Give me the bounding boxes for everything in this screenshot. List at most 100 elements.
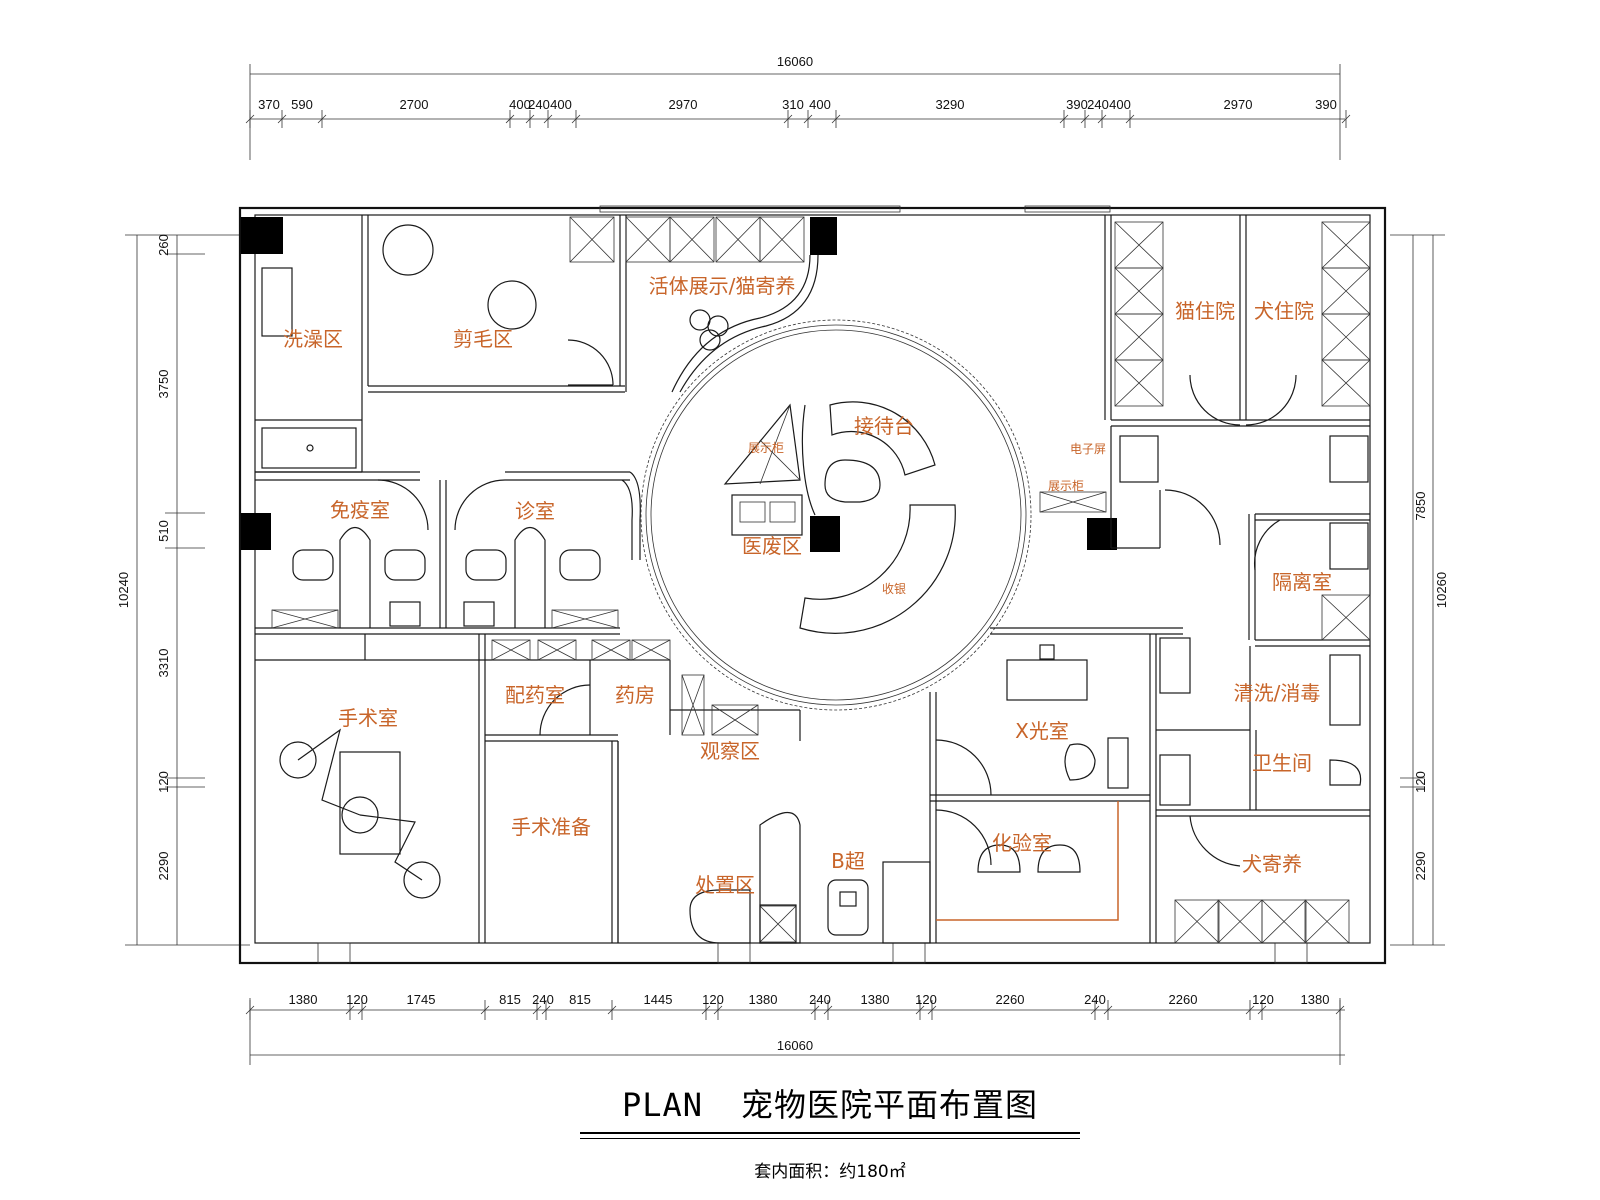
dimension-slash: [543, 114, 553, 124]
cabinet: [711, 704, 759, 736]
room-label-bath: 洗澡区: [283, 327, 343, 351]
bottom-seg-1: 1380: [289, 992, 318, 1007]
cabinet-cross: [1114, 313, 1164, 361]
top-total-dim: 16060: [777, 54, 813, 69]
dimension-slash: [607, 1005, 617, 1015]
bottom-seg-15: 2260: [1169, 992, 1198, 1007]
bottom-seg-16: 120: [1252, 992, 1274, 1007]
room-label-isolation: 隔离室: [1272, 570, 1332, 594]
cabinet-cross: [1321, 221, 1371, 269]
top-seg-5: 240: [528, 97, 550, 112]
bottom-dimensions: 1380 120 1745 815 240 815 1445 120 1380 …: [245, 992, 1345, 1065]
cabinet-cross: [669, 216, 715, 263]
column: [810, 217, 837, 255]
cabinet-cross: [1114, 359, 1164, 407]
cabinet: [551, 609, 619, 629]
room-label-cat-ward: 猫住院: [1175, 299, 1235, 323]
bottom-seg-14: 240: [1084, 992, 1106, 1007]
dimension-slash: [1059, 114, 1069, 124]
interior-walls: [255, 215, 1370, 944]
room-label-cashier: 收银: [882, 582, 906, 596]
top-seg-8: 310: [782, 97, 804, 112]
room-label-display: 活体展示/猫寄养: [649, 274, 796, 298]
room-label-pharmacy: 配药室: [505, 683, 565, 707]
column: [810, 516, 840, 552]
right-seg-2: 2290: [1413, 852, 1428, 881]
dimension-slash: [245, 1005, 255, 1015]
dimension-slash: [823, 1005, 833, 1015]
room-label-surgery: 手术室: [338, 706, 398, 730]
cabinet-cross: [551, 609, 619, 629]
cabinet-cross: [1304, 899, 1350, 944]
dimension-slash: [505, 114, 515, 124]
cabinet-cross: [569, 216, 615, 263]
bottom-seg-7: 1445: [644, 992, 673, 1007]
bottom-seg-11: 1380: [861, 992, 890, 1007]
dimension-slash: [1257, 1005, 1267, 1015]
top-seg-14: 2970: [1224, 97, 1253, 112]
dimension-slash: [1097, 114, 1107, 124]
left-seg-4: 3310: [156, 649, 171, 678]
cabinet-cross: [591, 639, 631, 661]
right-dimensions: 10260 7850 120 2290: [1390, 234, 1449, 946]
room-label-dog-ward: 犬住院: [1254, 299, 1314, 323]
room-label-showcase: 展示柜: [748, 441, 784, 455]
cabinet: [759, 216, 805, 263]
cabinet-cross: [1039, 491, 1107, 513]
cabinet-cross: [271, 609, 339, 629]
top-seg-6: 400: [550, 97, 572, 112]
room-label-dog-boarding: 犬寄养: [1242, 852, 1302, 876]
room-label-e-screen: 电子屏: [1070, 442, 1106, 456]
structural-columns: [241, 217, 1117, 552]
bottom-seg-3: 1745: [407, 992, 436, 1007]
dimension-slash: [915, 1005, 925, 1015]
dimension-slash: [1103, 1005, 1113, 1015]
dimension-slash: [1125, 114, 1135, 124]
dimension-slash: [571, 114, 581, 124]
left-seg-5: 120: [156, 771, 171, 793]
cabinet-cross: [715, 216, 761, 263]
cabinet: [569, 216, 615, 263]
left-seg-2: 3750: [156, 370, 171, 399]
dimension-slash: [713, 1005, 723, 1015]
dimension-slash: [1090, 1005, 1100, 1015]
bottom-seg-17: 1380: [1301, 992, 1330, 1007]
cabinet: [271, 609, 339, 629]
room-label-ultrasound: B超: [831, 849, 865, 873]
right-total-dim: 10260: [1434, 572, 1449, 608]
left-seg-6: 2290: [156, 852, 171, 881]
top-seg-11: 390: [1066, 97, 1088, 112]
cabinet-cross: [1321, 313, 1371, 361]
dimension-slash: [927, 1005, 937, 1015]
cabinet-cross: [625, 216, 671, 263]
cabinet-cross: [491, 639, 531, 661]
cabinet-cross: [1261, 899, 1307, 944]
cabinet: [1304, 899, 1350, 944]
dimension-slash: [245, 114, 255, 124]
room-label-cleaning: 清洗/消毒: [1234, 681, 1321, 705]
cabinet: [591, 639, 631, 661]
column: [241, 513, 271, 550]
right-seg-1: 120: [1413, 771, 1428, 793]
dimension-slash: [541, 1005, 551, 1015]
bottom-seg-12: 120: [915, 992, 937, 1007]
top-dimensions: 16060 370 590 2700 400 240 400 2970 310 …: [245, 54, 1351, 160]
dimension-slash: [317, 114, 327, 124]
top-seg-4: 400: [509, 97, 531, 112]
top-seg-15: 390: [1315, 97, 1337, 112]
dimension-slash: [532, 1005, 542, 1015]
dimension-slash: [831, 114, 841, 124]
outer-walls: [238, 205, 1387, 965]
room-label-vaccine: 免疫室: [330, 498, 390, 522]
cabinet-cross: [681, 674, 705, 736]
cabinet-cross: [1321, 594, 1371, 641]
cabinet: [1039, 491, 1107, 513]
cabinet: [537, 639, 577, 661]
cabinet-cross: [1321, 359, 1371, 407]
room-label-grooming: 剪毛区: [453, 327, 513, 351]
left-total-dim: 10240: [116, 572, 131, 608]
top-seg-10: 3290: [936, 97, 965, 112]
